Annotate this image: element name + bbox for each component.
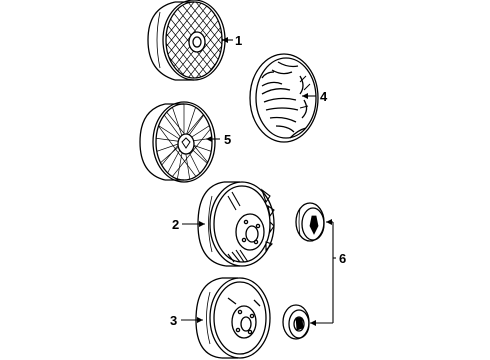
center-cap-upper: [295, 202, 325, 242]
center-cap-lower: [282, 304, 310, 340]
callout-1: 1: [235, 33, 242, 48]
lattice-alloy-wheel: [147, 0, 226, 81]
turbine-wheel-cover: [249, 53, 319, 143]
arrowheads: [197, 37, 332, 326]
callout-3: 3: [170, 313, 177, 328]
wire-wheel-cover: [139, 101, 216, 183]
callout-2: 2: [172, 217, 179, 232]
callout-4: 4: [320, 89, 328, 104]
styled-steel-wheel: [197, 181, 275, 267]
callout-6: 6: [339, 251, 346, 266]
callout-5: 5: [224, 132, 231, 147]
plain-steel-wheel: [195, 277, 271, 359]
